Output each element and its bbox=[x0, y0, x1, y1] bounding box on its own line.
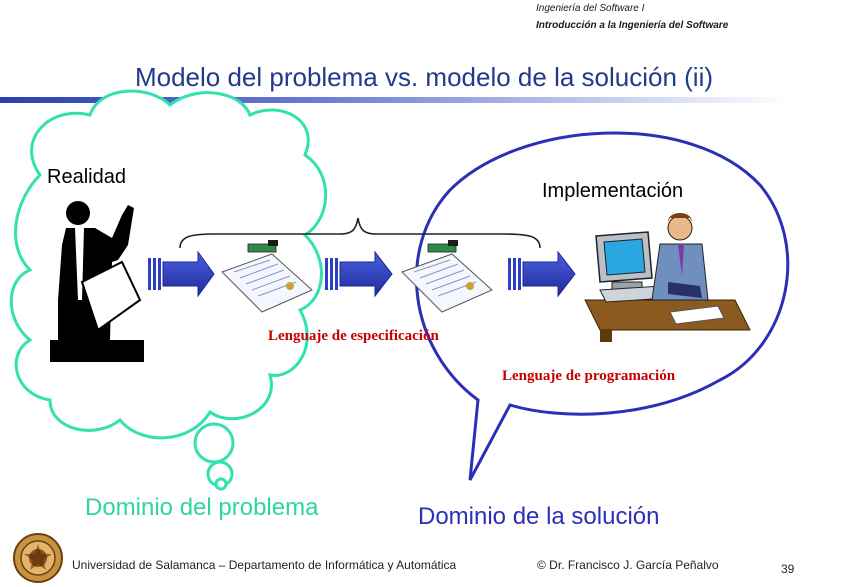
arrow-icon bbox=[508, 250, 576, 298]
footer-institution: Universidad de Salamanca – Departamento … bbox=[72, 558, 457, 572]
implementation-label: Implementación bbox=[542, 180, 684, 202]
reality-label: Realidad bbox=[47, 166, 126, 188]
title-rule bbox=[0, 97, 790, 103]
prog-language-label: Lenguaje de programación bbox=[502, 368, 676, 384]
slide-title: Modelo del problema vs. modelo de la sol… bbox=[134, 62, 714, 92]
document-icon bbox=[221, 240, 313, 313]
header-subject: Introducción a la Ingeniería del Softwar… bbox=[536, 20, 729, 31]
programmer-at-computer-icon bbox=[584, 213, 751, 342]
document-icon bbox=[401, 240, 493, 313]
university-seal-icon bbox=[13, 533, 63, 583]
solution-domain-label: Dominio de la solución bbox=[418, 503, 660, 530]
header-course: Ingeniería del Software I bbox=[536, 3, 645, 14]
arrow-icon bbox=[148, 250, 215, 298]
spec-language-label: Lenguaje de especificación bbox=[268, 328, 439, 344]
brace bbox=[179, 217, 541, 249]
arrow-icon bbox=[325, 250, 393, 298]
problem-domain-label: Dominio del problema bbox=[85, 494, 319, 521]
businessman-icon bbox=[50, 201, 144, 362]
page-number: 39 bbox=[781, 562, 795, 576]
footer-author: © Dr. Francisco J. García Peñalvo bbox=[537, 558, 719, 572]
